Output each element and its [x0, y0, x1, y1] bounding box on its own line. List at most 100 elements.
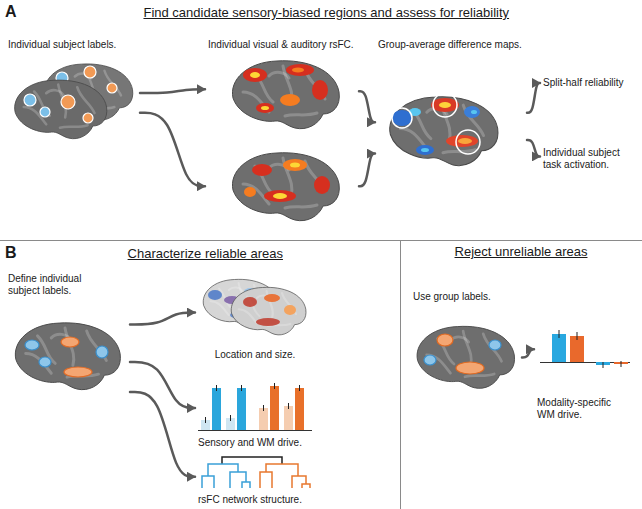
caption: Individual subject task activation.: [543, 147, 635, 171]
brain-rsfc-illustration: [243, 68, 267, 82]
bar-chart: [559, 330, 621, 368]
brain-individual-labels-illustration: [61, 337, 79, 347]
brain-rsfc-illustration: [232, 61, 339, 221]
bar-chart: [540, 330, 630, 368]
bar-chart: [284, 406, 293, 430]
brain-group-map-illustration: [392, 108, 412, 128]
bar-chart: [552, 334, 566, 362]
bar-chart: [270, 386, 279, 430]
caption: rsFC network structure.: [198, 494, 302, 506]
flow-arrow: [140, 89, 205, 93]
brain-labels-illustration: [61, 95, 75, 109]
panel-divider: [0, 241, 642, 509]
brain-rsfc-illustration: [232, 61, 339, 129]
brain-location-illustration: [243, 297, 257, 307]
outcome-label: Split-half reliability: [540, 76, 627, 90]
bar-chart: [299, 385, 300, 391]
bar-chart: [198, 383, 312, 431]
brain-group-map-illustration: [433, 93, 457, 117]
brain-labels-illustration: [107, 83, 117, 93]
brain-individual-labels-illustration: [15, 323, 120, 390]
caption: Sensory and WM drive.: [198, 437, 302, 449]
image-step: Group-average difference maps.: [375, 38, 527, 174]
panel-letter: A: [5, 3, 17, 21]
dendrogram: [202, 457, 310, 488]
bar-chart: [241, 385, 242, 391]
brain-rsfc-illustration: [273, 193, 287, 199]
panel: Reject unreliable areasUse group labels.…: [401, 241, 642, 509]
brain-group-map-illustration: [464, 106, 480, 118]
outcome-label: Individual subject task activation.: [540, 146, 638, 172]
image-step: Individual visual & auditory rsFC.: [205, 38, 359, 228]
brain-group-map-illustration: [390, 97, 498, 166]
chart-step: Sensory and WM drive.: [195, 366, 315, 450]
chart-step: rsFC network structure.: [195, 452, 315, 507]
bar-chart: [212, 388, 221, 430]
dendrogram: [260, 464, 310, 488]
flow-arrow: [527, 83, 540, 113]
bar-chart: [274, 383, 275, 389]
panel-divider: [0, 240, 642, 241]
brain-individual-labels-illustration: [15, 323, 120, 390]
brain-location-illustration: [264, 294, 280, 302]
brain-rsfc-illustration: [252, 164, 272, 176]
brain-group-map-illustration: [421, 148, 429, 152]
brain-rsfc-illustration: [292, 68, 304, 73]
brain-rsfc-illustration: [312, 80, 328, 100]
panel-heading: Find candidate sensory-biased regions an…: [17, 5, 636, 21]
brain-rsfc-illustration: [280, 94, 300, 106]
brain-individual-labels-illustration: [96, 346, 108, 358]
bar-chart: [206, 383, 300, 423]
brain-group-map-illustration: [456, 130, 480, 154]
brain-labels-illustration: [40, 107, 50, 117]
bar-chart: [288, 403, 289, 409]
brain-location-illustration: [256, 318, 280, 326]
caption: Define individual subject labels.: [8, 273, 103, 297]
bar-chart: [540, 362, 630, 363]
brain-labels-illustration: [15, 64, 133, 139]
brain-group-map-illustration: [431, 98, 459, 112]
brain-individual-labels-illustration: [25, 340, 39, 350]
panel: AFind candidate sensory-biased regions a…: [0, 0, 642, 240]
brain-location-illustration: [208, 290, 222, 300]
brain-group-labels-illustration: [417, 326, 515, 388]
dendrogram: [202, 464, 250, 488]
brain-labels-illustration: [83, 113, 93, 123]
bar-chart: [559, 330, 560, 338]
caption: Modality-specific WM drive.: [537, 397, 627, 421]
brain-labels-illustration: [84, 66, 96, 78]
bar-chart: [198, 430, 312, 431]
brain-group-map-illustration: [471, 110, 477, 114]
brain-group-map-illustration: [439, 102, 451, 108]
caption: Group-average difference maps.: [378, 39, 522, 51]
brain-group-labels-illustration: [417, 326, 515, 388]
panel-heading: Characterize reliable areas: [17, 246, 394, 262]
chart-step: Modality-specific WM drive.: [534, 318, 636, 422]
caption: Individual subject labels.: [8, 39, 116, 51]
brain-group-map-illustration: [446, 135, 478, 147]
flow-arrow: [140, 113, 205, 186]
brain-rsfc-illustration: [283, 159, 307, 171]
panel: BCharacterize reliable areasDefine indiv…: [0, 241, 400, 509]
panel-letter: B: [5, 244, 17, 262]
brain-labels-illustration: [15, 80, 107, 139]
brain-group-labels-illustration: [437, 334, 453, 346]
brain-group-labels-illustration: [424, 355, 436, 365]
brain-location-illustration: [284, 305, 296, 315]
brain-rsfc-illustration: [264, 190, 296, 202]
bar-chart: [230, 415, 231, 421]
image-step: Location and size.: [195, 272, 315, 362]
brain-individual-labels-illustration: [39, 357, 51, 367]
flow-arrow: [527, 140, 540, 156]
brain-group-map-illustration: [458, 138, 472, 144]
brain-group-map-illustration: [390, 93, 498, 166]
bar-chart: [603, 362, 604, 368]
bar-chart: [259, 408, 268, 430]
bar-chart: [237, 388, 246, 430]
caption: Split-half reliability: [543, 77, 624, 89]
brain-group-map-illustration: [392, 110, 412, 126]
brain-rsfc-illustration: [250, 72, 260, 78]
flow-arrow: [130, 362, 195, 408]
panel-divider: [400, 241, 401, 509]
